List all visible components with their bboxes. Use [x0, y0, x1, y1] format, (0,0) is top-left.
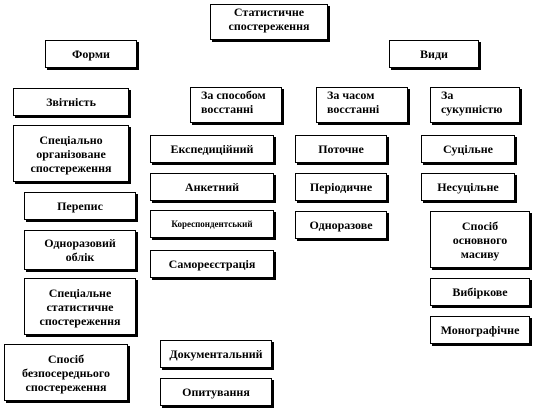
form-item-box: Одноразовий облік: [24, 230, 136, 270]
method-item-label: Анкетний: [184, 180, 240, 194]
form-item-box: Спеціальне статистичне спостереження: [24, 278, 136, 335]
totality-item-label: Несуцільне: [437, 180, 499, 194]
totality-item-box: Вибіркове: [430, 278, 530, 306]
by-totality-box: За сукупністю: [430, 87, 520, 123]
by-time-box: За часом восстанні: [316, 87, 408, 123]
forms-box: Форми: [45, 40, 137, 68]
method-item-label: Опитування: [182, 385, 250, 399]
totality-item-box: Спосіб основного масиву: [430, 211, 530, 268]
reporting-box: Звітність: [13, 88, 129, 116]
form-item-label: Спеціально організоване спостереження: [30, 132, 112, 175]
form-item-label: Спосіб безпосереднього спостереження: [21, 351, 111, 394]
by-totality-label: За сукупністю: [441, 88, 503, 116]
time-item-box: Періодичне: [295, 173, 387, 201]
time-item-label: Періодичне: [309, 180, 373, 194]
kinds-label: Види: [420, 47, 448, 61]
totality-item-box: Монографічне: [430, 316, 530, 344]
method-item-box: Документальний: [160, 340, 272, 368]
forms-label: Форми: [72, 47, 110, 61]
totality-item-box: Несуцільне: [421, 173, 515, 201]
method-item-box: Самореєстрація: [150, 250, 274, 278]
diagram-title: Статистичне спостереження: [228, 5, 310, 33]
by-method-label: За способом восстанні: [201, 88, 266, 116]
form-item-box: Спеціально організоване спостереження: [13, 125, 129, 182]
by-method-box: За способом восстанні: [190, 87, 282, 123]
time-item-box: Одноразове: [295, 211, 387, 239]
form-item-label: Одноразовий облік: [44, 236, 116, 264]
totality-item-label: Суцільне: [443, 142, 493, 156]
totality-item-box: Суцільне: [421, 135, 515, 163]
by-time-label: За часом восстанні: [327, 88, 380, 116]
reporting-label: Звітність: [46, 95, 96, 109]
time-item-label: Поточне: [318, 142, 364, 156]
method-item-label: Документальний: [169, 347, 263, 361]
form-item-box: Перепис: [24, 192, 136, 220]
method-item-box: Кореспондентський: [150, 210, 274, 238]
time-item-label: Одноразове: [309, 218, 373, 232]
method-item-box: Анкетний: [150, 173, 274, 201]
form-item-box: Спосіб безпосереднього спостереження: [4, 344, 128, 401]
diagram-title-box: Статистичне спостереження: [210, 4, 328, 40]
method-item-label: Самореєстрація: [168, 257, 256, 271]
form-item-label: Перепис: [57, 199, 103, 213]
method-item-label: Кореспондентський: [171, 219, 253, 229]
totality-item-label: Спосіб основного масиву: [452, 218, 508, 261]
method-item-box: Експедиційний: [150, 135, 274, 163]
method-item-box: Опитування: [160, 378, 272, 406]
method-item-label: Експедиційний: [170, 142, 254, 156]
totality-item-label: Вибіркове: [452, 285, 508, 299]
kinds-box: Види: [389, 40, 479, 68]
totality-item-label: Монографічне: [440, 323, 520, 337]
time-item-box: Поточне: [295, 135, 387, 163]
form-item-label: Спеціальне статистичне спостереження: [39, 285, 121, 328]
